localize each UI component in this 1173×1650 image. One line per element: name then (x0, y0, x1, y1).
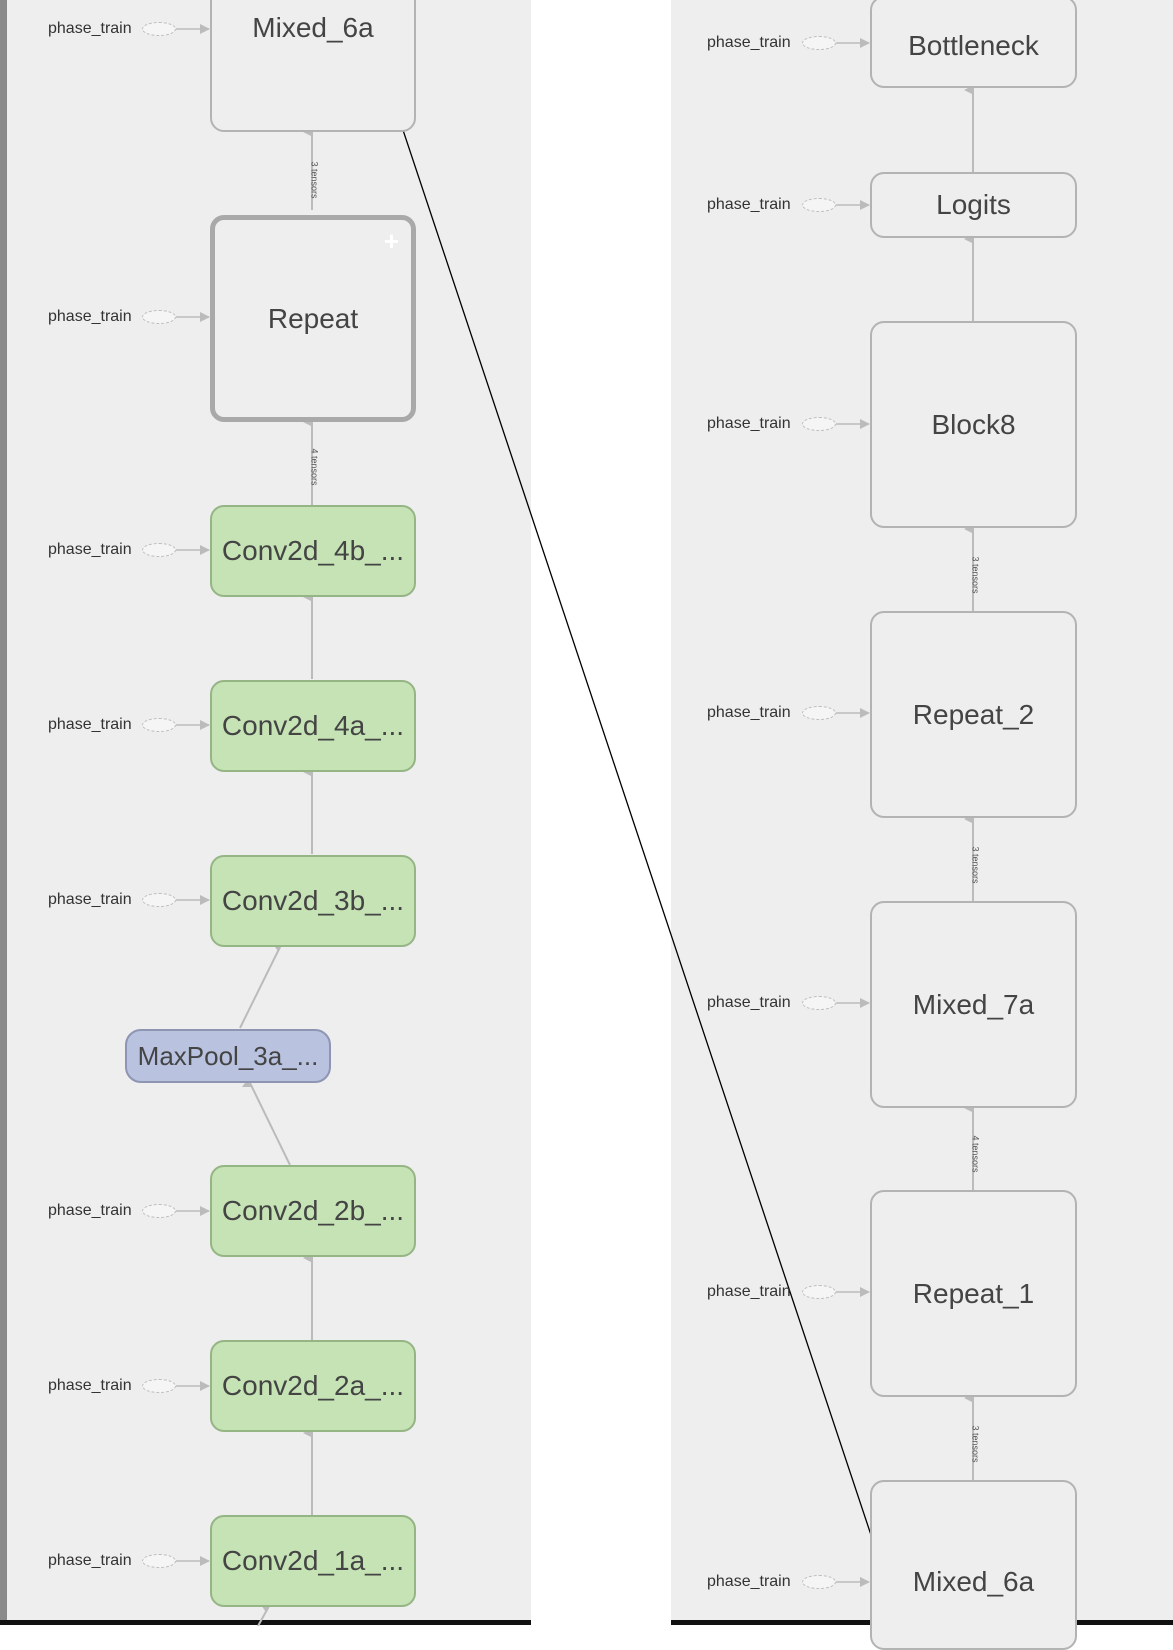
edge-below-to-conv2d_1a (257, 1603, 272, 1626)
phase_train-input-node[interactable] (142, 310, 176, 324)
phase_train-input-node[interactable] (142, 718, 176, 732)
phase_train-input-node[interactable] (142, 1204, 176, 1218)
edge-label-3-tensors: 3 tensors (309, 161, 320, 199)
phase_train-label: phase_train (48, 1377, 132, 1394)
node-logits[interactable]: Logits (870, 172, 1077, 238)
node-mixed_6a-right[interactable]: Mixed_6a (870, 1480, 1077, 1650)
phase_train-input-node[interactable] (802, 1575, 836, 1589)
phase_train-label: phase_train (48, 716, 132, 733)
node-label: Conv2d_4b_... (221, 535, 405, 566)
phase_train-label: phase_train (707, 415, 791, 432)
node-label: Repeat_2 (912, 698, 1035, 730)
phase_train-label: phase_train (707, 196, 791, 213)
phase_train-input-node[interactable] (802, 417, 836, 431)
edge-maxpool_3a-to-conv2d_3b (239, 942, 284, 1029)
node-label: MaxPool_3a_... (137, 1040, 319, 1071)
node-maxpool_3a[interactable]: MaxPool_3a_... (125, 1029, 331, 1083)
node-conv2d_1a[interactable]: Conv2d_1a_... (210, 1515, 416, 1607)
phase_train-input-node[interactable] (802, 198, 836, 212)
phase_train-label: phase_train (48, 891, 132, 908)
phase_train-label: phase_train (707, 994, 791, 1011)
node-bottleneck[interactable]: Bottleneck (870, 0, 1077, 88)
node-label: Logits (936, 189, 1011, 220)
expand-icon[interactable]: + (383, 226, 399, 256)
edge-label-3-tensors: 3 tensors (970, 556, 981, 594)
phase_train-input-node[interactable] (802, 996, 836, 1010)
node-conv2d_4a[interactable]: Conv2d_4a_... (210, 680, 416, 772)
phase_train-input-node[interactable] (802, 706, 836, 720)
node-label: Conv2d_3b_... (221, 885, 405, 916)
mixed_6a-connector-arrow (377, 54, 889, 1539)
phase_train-label: phase_train (707, 1573, 791, 1590)
node-label: Conv2d_1a_... (221, 1545, 405, 1576)
node-label: Conv2d_2b_... (221, 1195, 405, 1226)
phase_train-input-node[interactable] (142, 1554, 176, 1568)
node-label: Repeat (267, 302, 359, 334)
phase_train-label: phase_train (48, 541, 132, 558)
node-label: Conv2d_2a_... (221, 1370, 405, 1401)
node-label: Mixed_6a (252, 12, 374, 43)
phase_train-label: phase_train (707, 1283, 791, 1300)
node-label: Conv2d_4a_... (221, 710, 405, 741)
phase_train-label: phase_train (48, 1552, 132, 1569)
edge-label-3-tensors: 3 tensors (970, 846, 981, 884)
phase_train-label: phase_train (48, 308, 132, 325)
node-label: Mixed_7a (912, 988, 1035, 1020)
phase_train-input-node[interactable] (142, 543, 176, 557)
left-input-arrows (176, 24, 210, 1566)
phase_train-input-node[interactable] (142, 893, 176, 907)
phase_train-input-node[interactable] (802, 1285, 836, 1299)
node-label: Bottleneck (908, 30, 1039, 61)
edge-label-3-tensors: 3 tensors (970, 1425, 981, 1463)
phase_train-label: phase_train (707, 34, 791, 51)
node-label: Repeat_1 (912, 1277, 1035, 1309)
phase_train-input-node[interactable] (142, 22, 176, 36)
phase_train-label: phase_train (707, 704, 791, 721)
node-conv2d_4b[interactable]: Conv2d_4b_... (210, 505, 416, 597)
phase_train-label: phase_train (48, 1202, 132, 1219)
phase_train-input-node[interactable] (802, 36, 836, 50)
edge-label-4-tensors: 4 tensors (309, 448, 320, 486)
node-repeat_1[interactable]: Repeat_1 (870, 1190, 1077, 1397)
right-input-arrows (836, 38, 870, 1587)
phase_train-label: phase_train (48, 20, 132, 37)
edge-label-4-tensors: 4 tensors (970, 1135, 981, 1173)
node-mixed_6a-left[interactable]: Mixed_6a (210, 0, 416, 132)
node-conv2d_3b[interactable]: Conv2d_3b_... (210, 855, 416, 947)
phase_train-input-node[interactable] (142, 1379, 176, 1393)
node-mixed_7a[interactable]: Mixed_7a (870, 901, 1077, 1108)
edge-conv2d_2b-to-maxpool_3a (241, 1078, 291, 1166)
node-repeat_2[interactable]: Repeat_2 (870, 611, 1077, 818)
node-conv2d_2a[interactable]: Conv2d_2a_... (210, 1340, 416, 1432)
node-label: Mixed_6a (912, 1566, 1035, 1597)
node-label: Block8 (931, 408, 1016, 440)
node-repeat[interactable]: Repeat + (210, 215, 416, 422)
node-block8[interactable]: Block8 (870, 321, 1077, 528)
left-panel-bottom-border (0, 1620, 531, 1625)
node-conv2d_2b[interactable]: Conv2d_2b_... (210, 1165, 416, 1257)
